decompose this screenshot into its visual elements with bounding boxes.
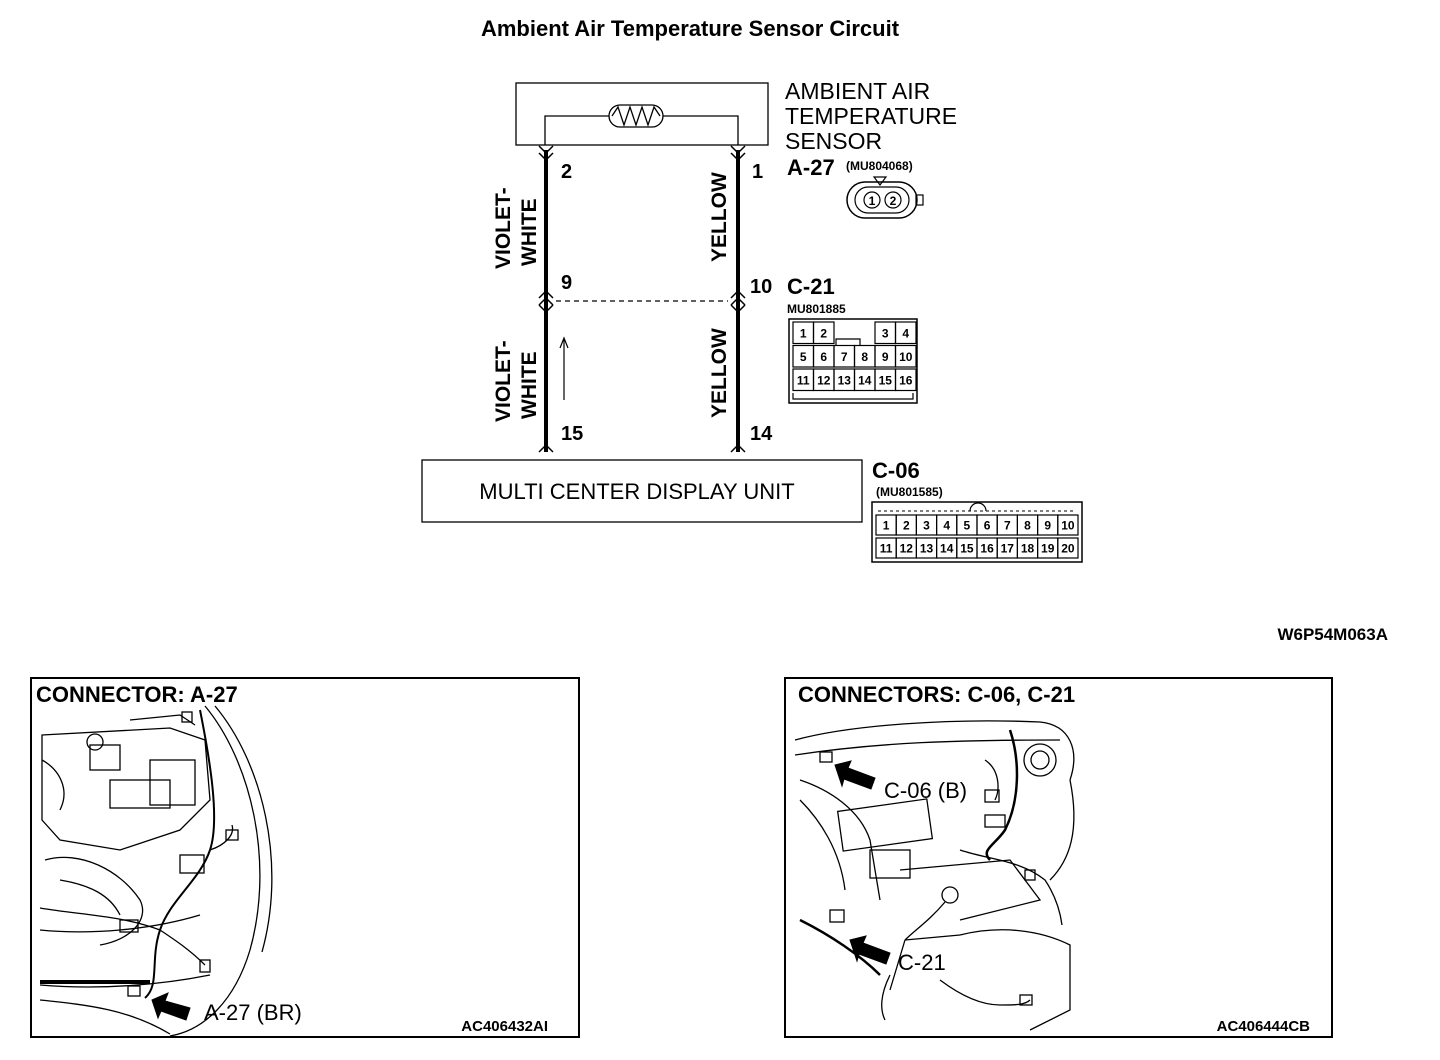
- c21-pin-9: 9: [882, 350, 889, 364]
- a27-callout-arrow: [151, 992, 191, 1021]
- c21-connector-id: C-21: [787, 274, 835, 299]
- c21-key-tab: [835, 338, 861, 345]
- sensor-box: [515, 82, 769, 146]
- c06-part-number: (MU801585): [876, 485, 943, 499]
- c06-pin-5: 5: [964, 519, 971, 533]
- c21-pin-14: 14: [858, 373, 872, 387]
- c21-pin-13: 13: [838, 373, 852, 387]
- c06-pin-4: 4: [943, 519, 950, 533]
- wire-color-lower-left-line1: VIOLET-: [492, 340, 515, 422]
- c06-pin-8: 8: [1024, 519, 1031, 533]
- diagram-title: Ambient Air Temperature Sensor Circuit: [481, 16, 900, 41]
- c06-connector-id: C-06: [872, 458, 920, 483]
- dashboard-illustration: [794, 720, 1075, 1031]
- pin-1-label: 1: [752, 161, 763, 183]
- c21-part-number: MU801885: [787, 302, 846, 316]
- wire-color-lower-right: YELLOW: [708, 328, 731, 418]
- diagram-code: W6P54M063A: [1277, 625, 1388, 644]
- sensor-block: AMBIENT AIR TEMPERATURE SENSOR A-27 (MU8…: [515, 78, 957, 219]
- connector-a27-face: 1 2: [846, 176, 924, 219]
- c06-pin-7: 7: [1004, 519, 1011, 533]
- c21-pin-8: 8: [861, 350, 868, 364]
- c21-pin-4-cell: [894, 321, 917, 345]
- c06-pin-9: 9: [1044, 519, 1051, 533]
- c06-pin-17: 17: [1001, 542, 1015, 556]
- panel-right-code: AC406444CB: [1217, 1018, 1311, 1035]
- sensor-label-line3: SENSOR: [785, 128, 882, 154]
- c06-pin-19: 19: [1041, 542, 1055, 556]
- sensor-connector-id: A-27: [787, 155, 835, 180]
- sensor-label-line1: AMBIENT AIR: [785, 78, 930, 104]
- c21-pin-16: 16: [899, 373, 913, 387]
- a27-pin-1: 1: [869, 194, 876, 208]
- thermistor-symbol: [544, 104, 739, 145]
- c21-pin-4: 4: [902, 326, 909, 340]
- c06-pin-15: 15: [960, 542, 974, 556]
- c06-pin-6: 6: [984, 519, 991, 533]
- panel-right-callout-bottom: C-21: [898, 950, 946, 975]
- c06-pin-2: 2: [903, 519, 910, 533]
- c06-pin-16: 16: [980, 542, 994, 556]
- c06-pin-1: 1: [883, 519, 890, 533]
- panel-right-title: CONNECTORS: C-06, C-21: [798, 682, 1075, 707]
- panel-left-code: AC406432AI: [461, 1018, 548, 1035]
- c06-pin-12: 12: [900, 542, 914, 556]
- pin-14-label: 14: [750, 423, 773, 445]
- c21-pin-10-cell: [894, 344, 917, 368]
- c21-pin-10: 10: [899, 350, 913, 364]
- wire-color-upper-left-line1: VIOLET-: [492, 187, 515, 269]
- pin-9-label: 9: [561, 272, 572, 294]
- c06-pin-20: 20: [1061, 542, 1075, 556]
- c06-pin-13: 13: [920, 542, 934, 556]
- sensor-label-line2: TEMPERATURE: [785, 103, 957, 129]
- display-unit-box: [421, 459, 863, 523]
- wire-color-upper-right: YELLOW: [708, 172, 731, 262]
- c21-pin-11: 11: [797, 373, 810, 387]
- panel-left-title: CONNECTOR: A-27: [36, 682, 238, 707]
- c06-pin-18: 18: [1021, 542, 1035, 556]
- c21-pin-12: 12: [817, 373, 831, 387]
- pin-15-label: 15: [561, 423, 583, 445]
- engine-bay-illustration: [39, 705, 273, 1037]
- c21-callout-arrow: [849, 935, 891, 965]
- panel-connectors-c06-c21: CONNECTORS: C-06, C-21: [784, 677, 1333, 1038]
- c21-pin-3: 3: [882, 326, 889, 340]
- display-unit-label: MULTI CENTER DISPLAY UNIT: [479, 479, 794, 504]
- c21-pin-2: 2: [820, 326, 827, 340]
- c21-pin-15: 15: [879, 373, 893, 387]
- c21-pin-5: 5: [800, 350, 807, 364]
- panel-left-callout: A-27 (BR): [204, 1000, 302, 1025]
- c21-pin-2-cell: [812, 321, 835, 345]
- c06-pin-20-cell: [1057, 537, 1079, 559]
- c21-pin-7: 7: [841, 350, 848, 364]
- c21-pin-16-cell: [894, 368, 917, 392]
- c21-pin-1: 1: [800, 326, 807, 340]
- c06-pin-10: 10: [1061, 519, 1075, 533]
- panel-connector-a27: CONNECTOR: A-27: [30, 677, 580, 1038]
- c21-pin-6: 6: [820, 350, 827, 364]
- c06-pin-11: 11: [880, 542, 893, 556]
- c06-pin-14: 14: [940, 542, 954, 556]
- pin-2-label: 2: [561, 161, 572, 183]
- wire-color-upper-left-line2: WHITE: [518, 198, 541, 266]
- c06-callout-arrow: [834, 760, 876, 790]
- sensor-part-number: (MU804068): [846, 159, 913, 173]
- c06-pin-10-cell: [1057, 514, 1079, 536]
- wire-color-lower-left-line2: WHITE: [518, 351, 541, 419]
- panel-right-callout-top: C-06 (B): [884, 778, 967, 803]
- pin-10-label: 10: [750, 276, 772, 298]
- c06-pin-3: 3: [923, 519, 930, 533]
- wire-harness: 2 1 9 10 15 14 VIOLET- WHITE YELLOW VIOL…: [492, 145, 773, 453]
- a27-pin-2: 2: [890, 194, 897, 208]
